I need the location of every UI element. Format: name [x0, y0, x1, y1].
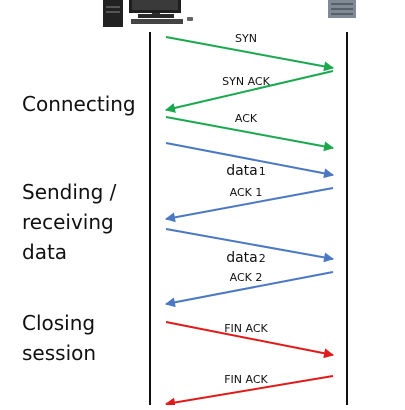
message-label-syn-ack: SYN ACK — [222, 75, 270, 88]
phase-label-line: data — [22, 240, 68, 264]
message-label-ack-2: ACK 2 — [230, 271, 263, 284]
message-label-text: SYN ACK — [222, 75, 270, 88]
message-arrow-ack-1 — [165, 187, 334, 223]
message-label-fin-ack-1: FIN ACK — [224, 322, 268, 335]
message-label-data-2: data2 — [226, 250, 266, 266]
phase-label-closing-session: Closing session — [22, 308, 96, 368]
message-label-index: 2 — [259, 252, 266, 265]
message-label-text: SYN — [235, 32, 257, 45]
phase-label-connecting: Connecting — [22, 89, 136, 119]
phase-label-line: Closing — [22, 311, 96, 335]
phase-label-line: receiving — [22, 210, 114, 234]
message-label-text: FIN ACK — [224, 322, 268, 335]
message-arrow-fin-ack-2 — [165, 375, 334, 408]
message-arrow-fin-ack-1 — [165, 321, 334, 359]
message-arrow-syn — [165, 36, 334, 72]
server-tower-icon — [328, 0, 356, 18]
message-label-text: ACK — [235, 112, 258, 125]
message-label-text: ACK 2 — [230, 271, 263, 284]
phase-label-line: Connecting — [22, 92, 136, 116]
desktop-computer-icon — [103, 0, 193, 27]
message-arrow-data-2 — [165, 228, 334, 263]
message-label-ack: ACK — [235, 112, 258, 125]
phase-label-sending-receiving-data: Sending / receiving data — [22, 177, 116, 267]
message-arrow-data-1 — [165, 142, 334, 179]
message-arrow-syn-ack — [165, 70, 334, 113]
message-label-text: ACK 1 — [230, 186, 263, 199]
message-label-data-1: data1 — [226, 163, 266, 179]
phase-label-line: session — [22, 341, 97, 365]
message-arrow-ack — [165, 116, 334, 152]
phase-label-line: Sending / — [22, 180, 117, 204]
message-label-syn: SYN — [235, 32, 257, 45]
message-label-text: FIN ACK — [224, 373, 268, 386]
message-arrow-ack-2 — [165, 271, 334, 308]
message-label-text: data — [226, 163, 258, 179]
message-label-index: 1 — [259, 165, 266, 178]
message-label-text: data — [226, 250, 258, 266]
message-label-ack-1: ACK 1 — [230, 186, 263, 199]
message-label-fin-ack-2: FIN ACK — [224, 373, 268, 386]
